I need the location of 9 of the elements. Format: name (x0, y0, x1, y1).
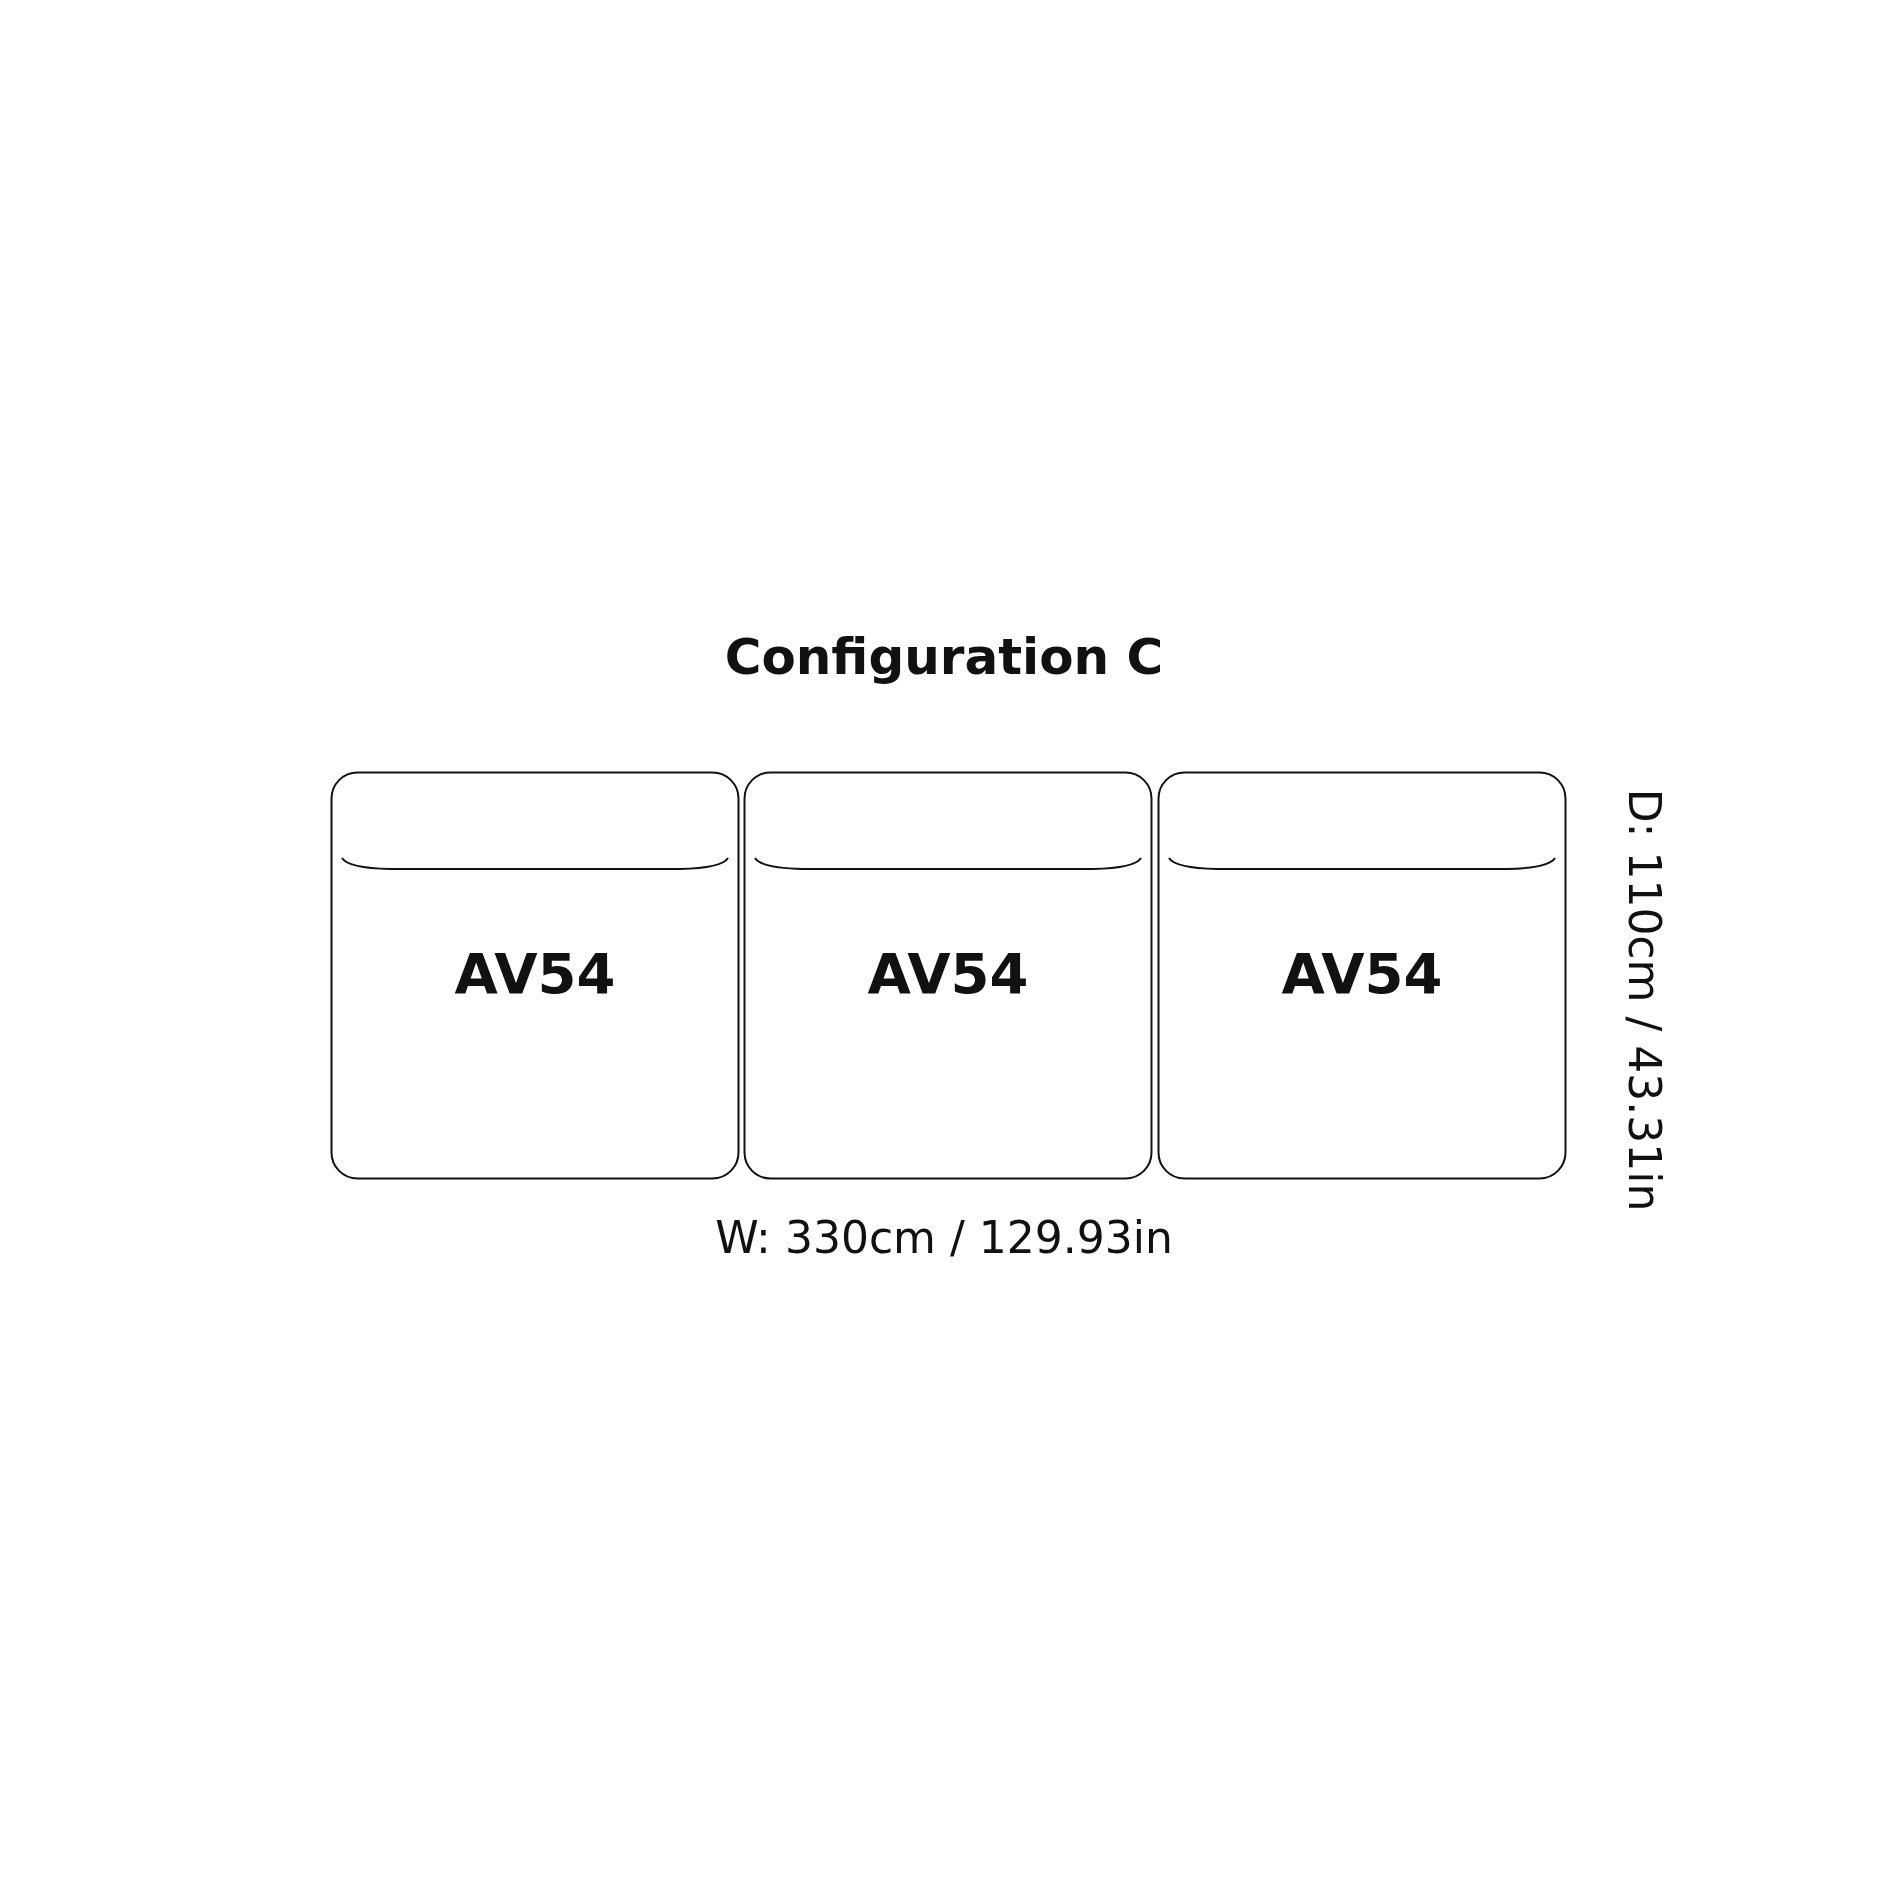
sofa-module (330, 771, 740, 1180)
module-code: AV54 (866, 941, 1030, 1006)
depth-dimension: D: 110cm / 43.31in (1618, 788, 1670, 1212)
width-dimension: W: 330cm / 129.93in (714, 1212, 1174, 1263)
module-code: AV54 (1280, 941, 1444, 1006)
diagram-title: Configuration C (723, 628, 1165, 686)
sofa-module (1157, 771, 1567, 1180)
sofa-module (743, 771, 1153, 1180)
module-code: AV54 (453, 941, 617, 1006)
